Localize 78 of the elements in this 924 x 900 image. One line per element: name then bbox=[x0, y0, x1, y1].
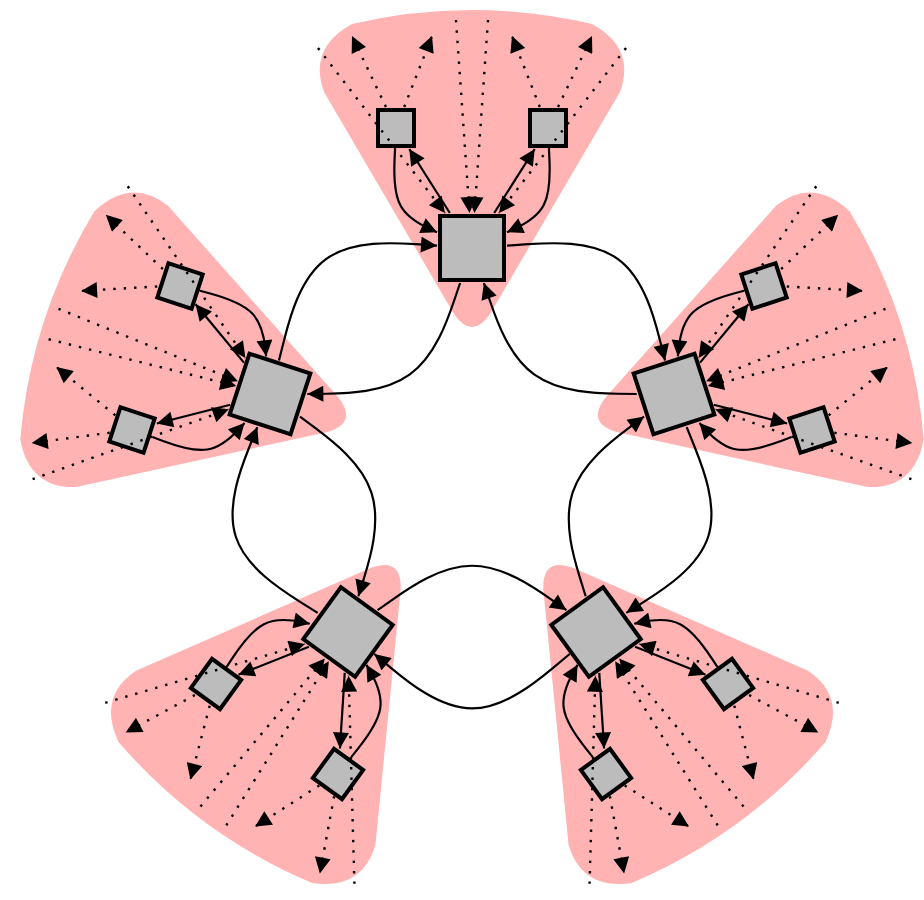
dotted-arrow bbox=[556, 35, 594, 108]
dotted-arrow bbox=[254, 784, 320, 828]
dotted-arrow bbox=[467, 19, 490, 214]
small-square-node bbox=[528, 108, 568, 148]
arrow bbox=[506, 148, 551, 234]
dotted-arrow bbox=[125, 693, 196, 734]
dotted-arrow bbox=[638, 640, 840, 704]
dotted-arrow bbox=[317, 47, 446, 214]
arrow bbox=[506, 242, 669, 361]
arrow bbox=[376, 564, 568, 612]
dotted-arrow bbox=[58, 307, 239, 383]
arrow bbox=[156, 403, 231, 428]
dotted-arrow bbox=[55, 366, 117, 417]
dotted-arrow bbox=[314, 795, 336, 874]
dotted-arrow bbox=[714, 407, 912, 481]
dotted-arrow bbox=[624, 784, 690, 828]
dotted-arrow bbox=[697, 185, 818, 359]
arrow bbox=[671, 289, 745, 357]
arrow bbox=[152, 422, 246, 451]
dotted-arrow bbox=[614, 660, 719, 826]
arrow bbox=[299, 415, 377, 597]
large-square-node bbox=[438, 214, 506, 282]
arrow bbox=[634, 612, 718, 667]
arrow bbox=[238, 645, 310, 677]
arrow bbox=[713, 403, 788, 428]
dotted-arrow bbox=[834, 431, 913, 449]
dotted-arrow bbox=[454, 19, 477, 214]
dotted-arrow bbox=[733, 705, 758, 780]
arrow bbox=[625, 426, 713, 614]
arrow bbox=[231, 426, 319, 614]
cluster-region bbox=[110, 564, 402, 886]
arrow bbox=[698, 422, 792, 451]
arrow bbox=[408, 148, 451, 214]
dotted-arrow bbox=[498, 47, 627, 214]
dotted-arrow bbox=[81, 282, 158, 298]
arrow bbox=[481, 282, 637, 396]
dotted-arrow bbox=[186, 705, 211, 780]
arrow bbox=[699, 303, 750, 364]
arrow bbox=[493, 148, 536, 214]
arrow bbox=[226, 612, 310, 667]
dotted-arrow bbox=[199, 657, 326, 808]
dotted-arrow bbox=[510, 35, 541, 108]
dotted-arrow bbox=[105, 213, 164, 270]
arrow bbox=[373, 653, 571, 710]
dotted-arrow bbox=[780, 213, 839, 270]
arrow bbox=[350, 664, 382, 758]
dotted-arrow bbox=[827, 366, 889, 417]
dotted-arrow bbox=[705, 307, 886, 383]
arrow bbox=[393, 148, 438, 234]
arrow bbox=[595, 672, 612, 749]
arrow bbox=[307, 282, 462, 402]
dotted-arrow bbox=[350, 35, 388, 108]
dotted-arrow bbox=[126, 185, 247, 359]
dotted-arrow bbox=[786, 282, 863, 298]
dotted-arrow bbox=[225, 660, 330, 826]
arrow bbox=[634, 645, 706, 677]
cluster-region bbox=[542, 564, 834, 886]
small-square-node bbox=[376, 108, 416, 148]
dotted-arrow bbox=[32, 407, 230, 481]
dotted-arrow bbox=[31, 431, 110, 449]
dotted-arrow bbox=[618, 657, 745, 808]
dotted-arrow bbox=[608, 795, 630, 874]
cluster-region bbox=[20, 192, 348, 488]
dotted-arrow bbox=[403, 35, 434, 108]
dotted-arrow bbox=[341, 675, 358, 884]
arrow bbox=[199, 289, 273, 357]
arrow bbox=[562, 664, 594, 758]
arrow bbox=[194, 303, 245, 364]
dotted-arrow bbox=[104, 640, 306, 704]
arrow bbox=[277, 236, 438, 361]
arrow bbox=[332, 672, 349, 749]
dotted-arrow bbox=[48, 338, 237, 390]
cluster-region bbox=[318, 10, 626, 328]
cluster-region bbox=[596, 192, 924, 488]
dotted-arrow bbox=[707, 338, 896, 390]
dotted-arrow bbox=[586, 675, 603, 884]
arrow bbox=[567, 415, 645, 597]
dotted-arrow bbox=[748, 693, 819, 734]
